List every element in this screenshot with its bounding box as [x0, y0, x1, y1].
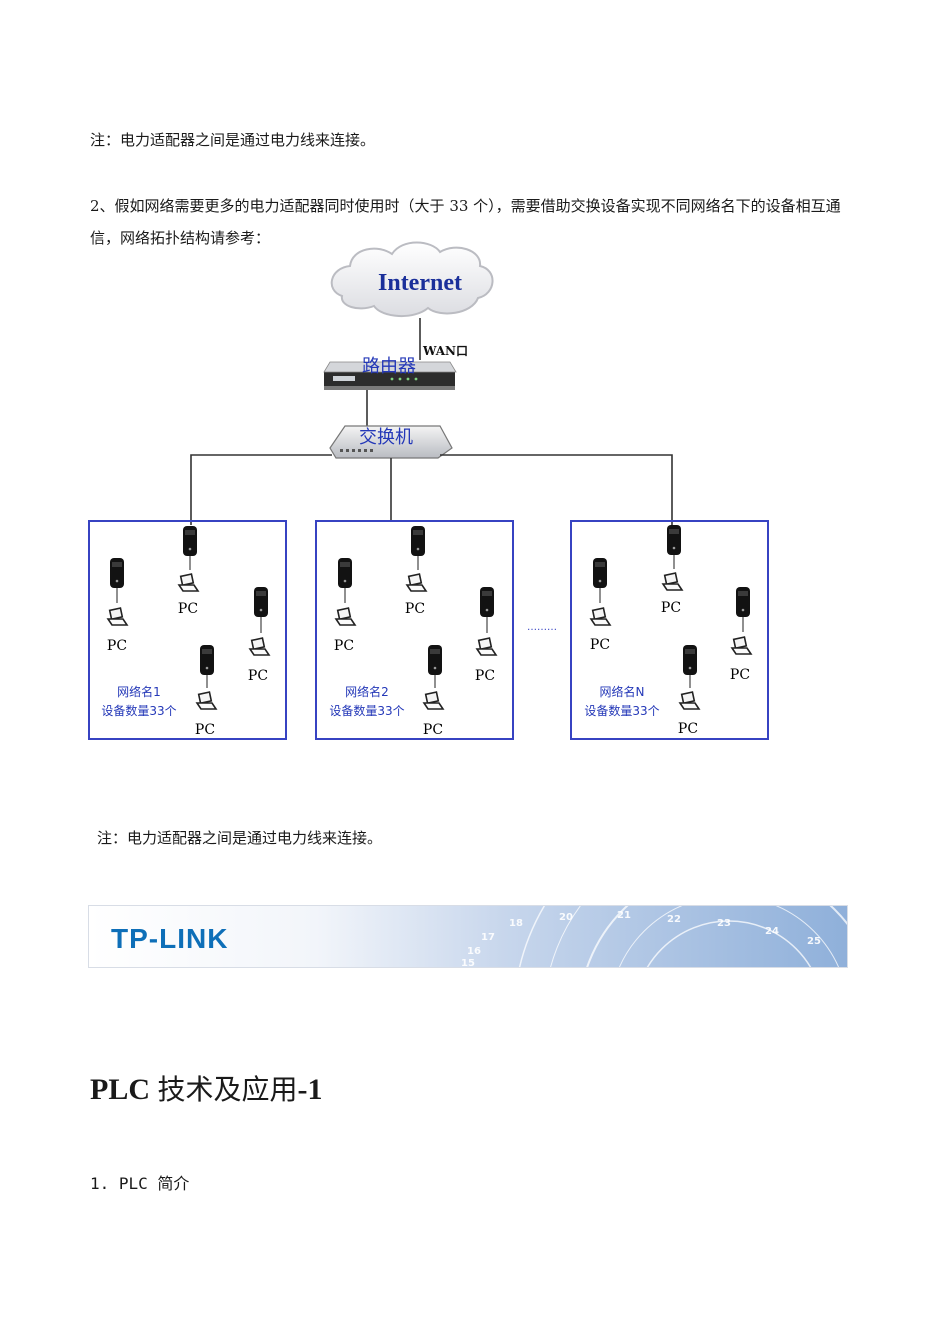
group-2-node-d: PC — [423, 645, 444, 738]
group-2-node-a: PC — [405, 526, 427, 617]
dial-number: 24 — [765, 926, 779, 937]
switch-icon — [329, 425, 453, 459]
note-top: 注：电力适配器之间是通过电力线来连接。 — [90, 131, 376, 149]
group-1-count: 设备数量33个 — [101, 703, 176, 718]
dial-number: 25 — [807, 936, 821, 947]
group-n-node-b: PC — [590, 558, 611, 653]
internet-label: Internet — [378, 270, 462, 296]
switch-label: 交换机 — [359, 427, 413, 448]
subheading-plc-intro: 1. PLC 简介 — [90, 1174, 190, 1193]
group-2-node-c: PC — [475, 587, 497, 684]
dial-number: 15 — [461, 958, 475, 967]
heading-text: 技术及应用 — [157, 1073, 298, 1106]
network-group-n-box — [570, 520, 769, 740]
network-group-2-box — [315, 520, 514, 740]
dial-number: 22 — [667, 914, 681, 925]
network-group-1: PC PC PC PC 网络名1 设备数量33个 — [101, 526, 270, 738]
network-topology-diagram: Internet WAN口 路由器 交换机 ……… PC — [88, 241, 769, 740]
group-1-node-a: PC — [178, 526, 199, 617]
network-group-n: PC PC PC PC 网络名N 设备数量33个 — [584, 525, 752, 737]
wan-port-label: WAN口 — [422, 344, 468, 358]
pc-label: PC — [334, 638, 354, 654]
dial-number: 17 — [481, 932, 495, 943]
group-n-node-d: PC — [678, 645, 700, 737]
group-1-node-b: PC — [107, 558, 128, 654]
dial-number: 21 — [617, 910, 631, 921]
router-icon — [323, 361, 457, 390]
pc-label: PC — [423, 722, 443, 738]
pc-label: PC — [107, 638, 127, 654]
internet-cloud — [330, 241, 494, 318]
group-1-name: 网络名1 — [117, 684, 161, 699]
tp-link-logo: TP-LINK — [111, 923, 228, 954]
tp-link-banner: 20 21 22 23 24 25 18 17 16 15 TP-LINK — [88, 905, 848, 968]
dial-number: 20 — [559, 912, 573, 923]
section-heading: PLC 技术及应用-1 — [90, 1068, 323, 1108]
pc-label: PC — [178, 601, 198, 617]
pc-label: PC — [405, 601, 425, 617]
note-bottom: 注：电力适配器之间是通过电力线来连接。 — [97, 829, 383, 847]
pc-label: PC — [475, 668, 495, 684]
pc-label: PC — [195, 722, 215, 738]
group-n-node-a: PC — [661, 525, 683, 616]
dial-number: 23 — [717, 918, 731, 929]
network-group-1-box — [88, 520, 287, 740]
router-label: 路由器 — [362, 356, 416, 377]
paragraph-2: 2、假如网络需要更多的电力适配器同时使用时（大于 33 个），需要借助交换设备实… — [90, 197, 841, 247]
group-2-count: 设备数量33个 — [329, 703, 404, 718]
group-2-node-b: PC — [334, 558, 356, 654]
group-n-count: 设备数量33个 — [584, 703, 659, 718]
group-1-node-c: PC — [248, 587, 270, 684]
pc-label: PC — [730, 667, 750, 683]
heading-number: -1 — [297, 1073, 323, 1106]
pc-label: PC — [590, 637, 610, 653]
pc-label: PC — [248, 668, 268, 684]
dial-number: 18 — [509, 918, 523, 929]
banner-dial-numbers: 20 21 22 23 24 25 18 17 16 15 — [461, 910, 821, 967]
pc-label: PC — [661, 600, 681, 616]
ellipsis: ……… — [527, 622, 557, 633]
network-group-2: PC PC PC PC 网络名2 设备数量33个 — [329, 526, 497, 738]
group-n-node-c: PC — [730, 587, 752, 683]
group-1-node-d: PC — [195, 645, 217, 738]
group-2-name: 网络名2 — [345, 684, 389, 699]
pc-label: PC — [678, 721, 698, 737]
heading-plc: PLC — [90, 1073, 150, 1106]
group-n-name: 网络名N — [600, 684, 645, 699]
dial-number: 16 — [467, 946, 481, 957]
